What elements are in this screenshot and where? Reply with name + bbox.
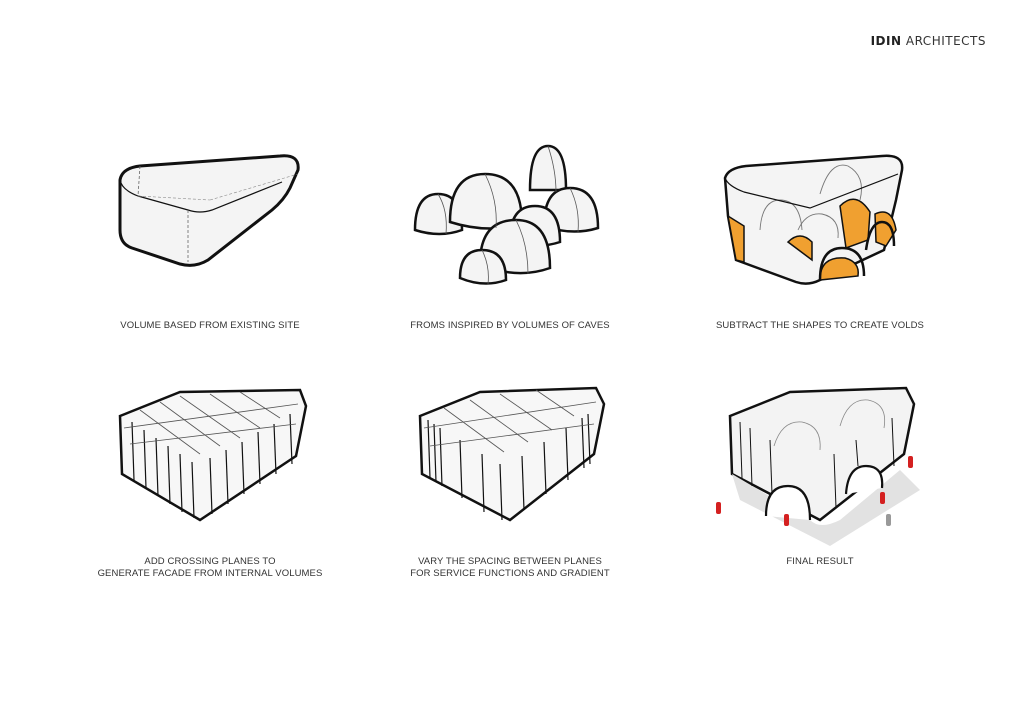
crossing-planes-diagram <box>118 388 308 522</box>
varied-spacing-diagram <box>418 386 606 522</box>
step-caption: VARY THE SPACING BETWEEN PLANES FOR SERV… <box>360 556 660 580</box>
subtract-voids-diagram <box>723 154 904 285</box>
step-panel-spacing: VARY THE SPACING BETWEEN PLANES FOR SERV… <box>360 370 660 590</box>
step-panel-final: FINAL RESULT <box>670 370 970 590</box>
step-panel-planes: ADD CROSSING PLANES TO GENERATE FACADE F… <box>60 370 360 590</box>
cave-volumes-diagram <box>413 144 600 285</box>
step-caption: ADD CROSSING PLANES TO GENERATE FACADE F… <box>60 556 360 580</box>
brand-logo: IDIN ARCHITECTS <box>871 34 986 48</box>
step-caption-line1: ADD CROSSING PLANES TO <box>144 556 276 567</box>
brand-name-rest: ARCHITECTS <box>905 34 986 48</box>
final-result-diagram <box>716 386 920 546</box>
step-caption: VOLUME BASED FROM EXISTING SITE <box>120 320 300 331</box>
step-caption-line2: FOR SERVICE FUNCTIONS AND GRADIENT <box>410 568 610 579</box>
step-caption-line1: VARY THE SPACING BETWEEN PLANES <box>418 556 602 567</box>
step-panel-caves: FROMS INSPIRED BY VOLUMES OF CAVES <box>360 130 660 350</box>
site-volume-diagram <box>118 154 300 267</box>
brand-name-bold: IDIN <box>870 34 902 48</box>
step-caption: FINAL RESULT <box>786 556 854 567</box>
step-caption-line2: GENERATE FACADE FROM INTERNAL VOLUMES <box>97 568 323 579</box>
step-panel-subtract: SUBTRACT THE SHAPES TO CREATE VOLDS <box>670 130 970 350</box>
step-caption: SUBTRACT THE SHAPES TO CREATE VOLDS <box>716 320 924 331</box>
step-panel-volume: VOLUME BASED FROM EXISTING SITE <box>60 130 360 350</box>
step-caption: FROMS INSPIRED BY VOLUMES OF CAVES <box>410 320 610 331</box>
